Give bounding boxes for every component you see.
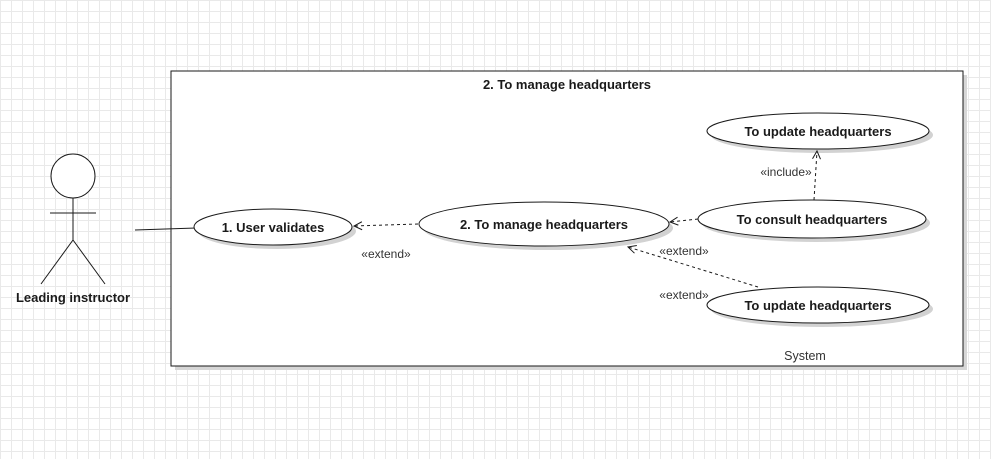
actor-left-leg	[40, 239, 74, 285]
use-case-consult-headquarters[interactable]: To consult headquarters	[697, 199, 930, 242]
use-case-label: To update headquarters	[744, 298, 891, 313]
use-case-update-headquarters-top[interactable]: To update headquarters	[706, 112, 933, 153]
association-line	[134, 227, 197, 231]
actor-leading-instructor[interactable]	[40, 153, 106, 285]
use-case-manage-headquarters[interactable]: 2. To manage headquarters	[418, 201, 673, 250]
dependency-arrow-consult-to-manage	[670, 219, 699, 222]
use-case-label: To update headquarters	[744, 124, 891, 139]
actor-right-leg	[72, 239, 106, 285]
use-case-ellipse	[193, 208, 353, 246]
extend-arrow-manage-to-validate	[354, 224, 419, 226]
stereotype-include: «include»	[760, 165, 812, 179]
stereotype-extend-bottom: «extend»	[659, 288, 709, 302]
use-case-update-headquarters-bottom[interactable]: To update headquarters	[706, 286, 933, 327]
use-case-user-validates[interactable]: 1. User validates	[193, 208, 356, 249]
stereotype-extend-update: «extend»	[659, 244, 709, 258]
actor-name: Leading instructor	[16, 290, 130, 305]
use-case-ellipse	[706, 112, 930, 150]
extend-arrow-update-to-manage	[628, 247, 759, 288]
use-case-label: 1. User validates	[222, 220, 325, 235]
system-label: System	[784, 349, 826, 363]
actor-head	[50, 153, 96, 199]
include-arrow-consult-to-update	[814, 151, 817, 201]
use-case-ellipse	[706, 286, 930, 324]
stereotype-extend-manage: «extend»	[361, 247, 411, 261]
use-case-label: To consult headquarters	[737, 212, 888, 227]
system-title: 2. To manage headquarters	[483, 77, 651, 92]
use-case-label: 2. To manage headquarters	[460, 217, 628, 232]
